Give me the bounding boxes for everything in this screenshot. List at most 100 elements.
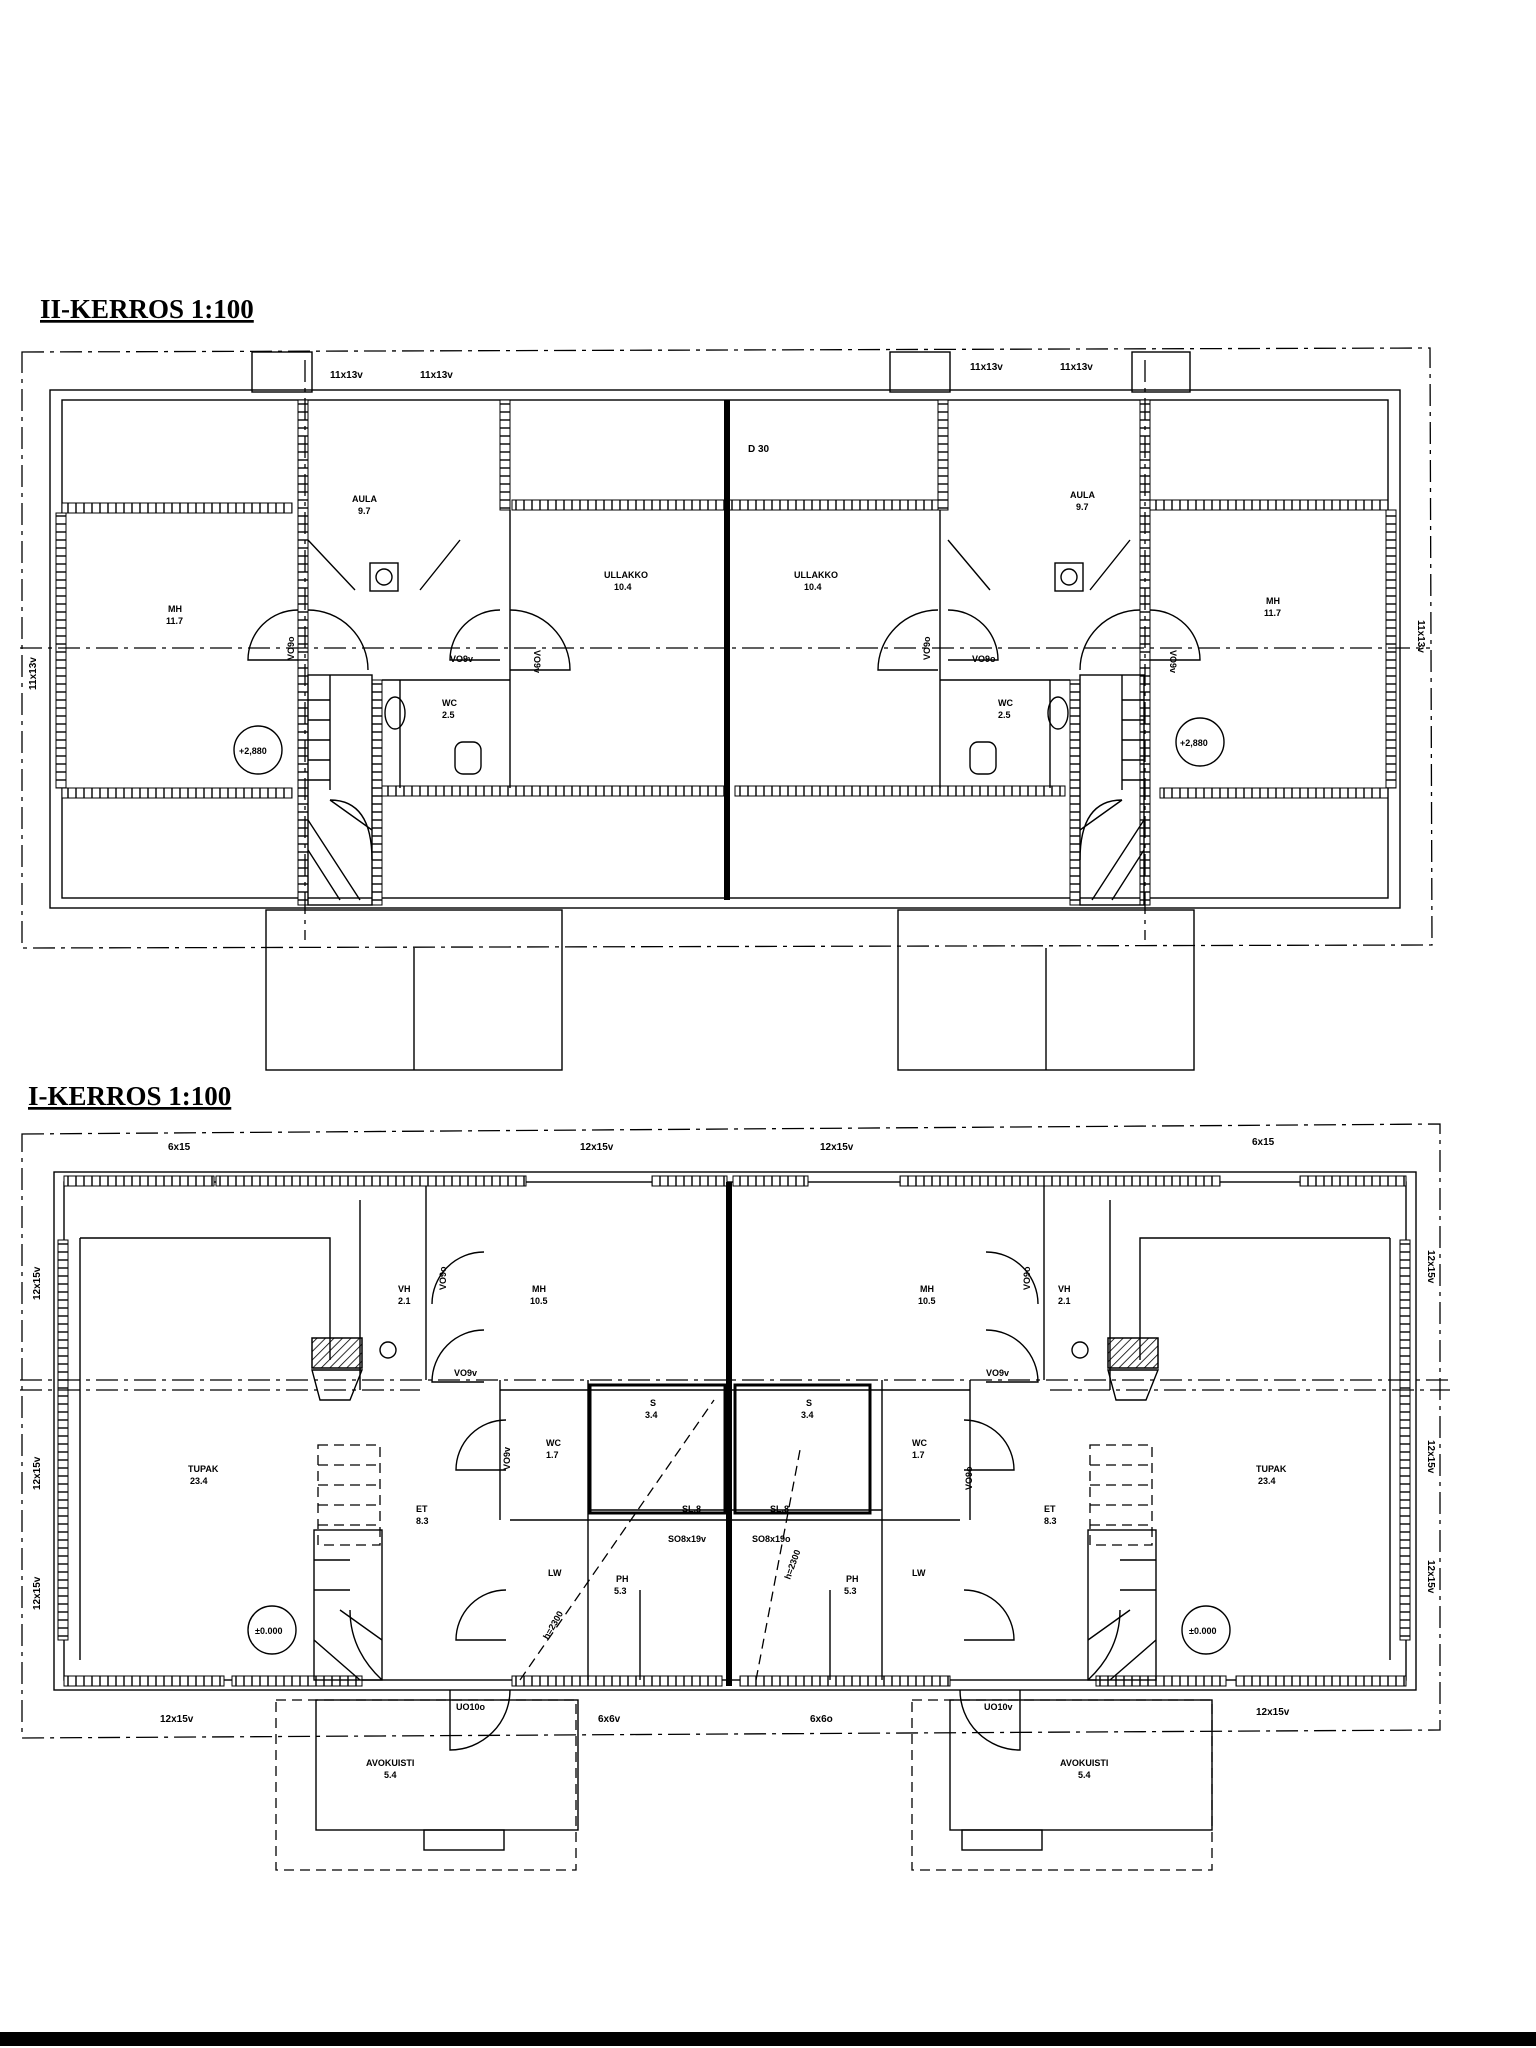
floor1-tupak-right-area: 23.4 bbox=[1258, 1476, 1276, 1486]
floor2-lower-terraces bbox=[265, 909, 1195, 1071]
floor2-axes bbox=[20, 360, 1430, 940]
floor1-kuisti-right-name: AVOKUISTI bbox=[1060, 1758, 1108, 1768]
floor1-window-top-4: 6x15 bbox=[1252, 1137, 1275, 1148]
floor2-mh-right-area: 11.7 bbox=[1264, 608, 1281, 618]
floor1-porches bbox=[275, 1699, 1213, 1871]
floor2-stairs-left bbox=[307, 674, 373, 906]
floor1-stairs-right bbox=[1087, 1444, 1157, 1681]
floor2-roof-outline bbox=[21, 347, 1433, 949]
floor1-vh-left-area: 2.1 bbox=[398, 1296, 411, 1306]
floor1-vh-right-name: VH bbox=[1058, 1284, 1071, 1294]
floor1-window-top-1: 6x15 bbox=[168, 1142, 191, 1153]
floor1-mh-right-area: 10.5 bbox=[918, 1296, 936, 1306]
floor1-title: I-KERROS 1:100 bbox=[28, 1081, 231, 1111]
floor1-wc-right-area: 1.7 bbox=[912, 1450, 925, 1460]
floor1-window-left-2: 12x15v bbox=[32, 1456, 43, 1490]
floor2-aula-right-name: AULA bbox=[1070, 490, 1095, 500]
floor2-door-5: VO9o bbox=[972, 654, 996, 664]
floor2-window-right: 11x13v bbox=[1415, 620, 1426, 653]
floor2-stairs-right bbox=[1079, 674, 1145, 906]
floor2-wc-right-name: WC bbox=[998, 698, 1013, 708]
floor1-mh-left-area: 10.5 bbox=[530, 1296, 548, 1306]
floor1-level-left: ±0.000 bbox=[255, 1626, 282, 1636]
floor2-aula-left-area: 9.7 bbox=[358, 506, 371, 516]
floor1-door-4: VO9o bbox=[964, 1466, 974, 1490]
floor2-wc-right-area: 2.5 bbox=[998, 710, 1011, 720]
floor1-wc-left-name: WC bbox=[546, 1438, 561, 1448]
floor1-sauna-door-left: SO8x19v bbox=[668, 1534, 706, 1544]
floor1-kuisti-left-area: 5.4 bbox=[384, 1770, 397, 1780]
floor1-level-right: ±0.000 bbox=[1189, 1626, 1216, 1636]
floor1-axes bbox=[20, 1379, 1450, 1391]
floor1-door-1: VO9o bbox=[438, 1266, 448, 1290]
floor1-lw-right: LW bbox=[912, 1568, 926, 1578]
floor2-door-1: VO9o bbox=[286, 636, 296, 660]
floor1-stairs-left bbox=[313, 1444, 383, 1681]
floor1-window-right-2: 12x15v bbox=[1425, 1440, 1436, 1474]
floor1-sauna-label-left: SL.8 bbox=[682, 1504, 701, 1514]
floor2-aula-right-area: 9.7 bbox=[1076, 502, 1089, 512]
floor1-window-bottom-1: 12x15v bbox=[160, 1714, 194, 1725]
floor2-mh-right-name: MH bbox=[1266, 596, 1280, 606]
floor1-s-left-name: S bbox=[650, 1398, 656, 1408]
floor1-tupak-left-area: 23.4 bbox=[190, 1476, 208, 1486]
floor1-window-bottom-2: 6x6v bbox=[598, 1714, 621, 1725]
floor1-ph-left-name: PH bbox=[616, 1574, 629, 1584]
floor1-vh-right-area: 2.1 bbox=[1058, 1296, 1071, 1306]
floor2-window-1: 11x13v bbox=[330, 370, 363, 381]
floor2-door-2: VO9v bbox=[450, 654, 473, 664]
floor1-window-bottom-4: 12x15v bbox=[1256, 1707, 1290, 1718]
floor1-window-left-1: 12x15v bbox=[32, 1266, 43, 1300]
floor2-wc-left-area: 2.5 bbox=[442, 710, 455, 720]
floor2-door-4: VO9o bbox=[922, 636, 932, 660]
floor1-s-right-name: S bbox=[806, 1398, 812, 1408]
floor1-mh-left-name: MH bbox=[532, 1284, 546, 1294]
floor1-level-circles bbox=[247, 1605, 1231, 1655]
floor1-ph-right-area: 5.3 bbox=[844, 1586, 857, 1596]
floor2-ullakko-right-name: ULLAKKO bbox=[794, 570, 838, 580]
floor1-tupak-right-name: TUPAK bbox=[1256, 1464, 1287, 1474]
floor2-title: II-KERROS 1:100 bbox=[40, 294, 254, 324]
floor1-et-left-name: ET bbox=[416, 1504, 428, 1514]
floor1-et-right-name: ET bbox=[1044, 1504, 1056, 1514]
floor1-entry-door-left: UO10o bbox=[456, 1702, 486, 1712]
floor1-height-left: h=2300 bbox=[541, 1609, 565, 1641]
floor2-window-4: 11x13v bbox=[1060, 362, 1093, 373]
floor1-height-right: h=2300 bbox=[782, 1548, 802, 1580]
floor2-wc-left-name: WC bbox=[442, 698, 457, 708]
floor1-kuisti-right-area: 5.4 bbox=[1078, 1770, 1091, 1780]
floor1-door-2: VO9v bbox=[454, 1368, 477, 1378]
floor1-window-top-2: 12x15v bbox=[580, 1142, 614, 1153]
floor1-window-right-3: 12x15v bbox=[1425, 1560, 1436, 1594]
floor2-mh-left-name: MH bbox=[168, 604, 182, 614]
floor2-divider-label: D 30 bbox=[748, 444, 770, 455]
floor1-window-bottom-3: 6x6o bbox=[810, 1714, 833, 1725]
floor2-labels: 11x13v 11x13v 11x13v 11x13v 11x13v 11x13… bbox=[28, 362, 1426, 756]
floor2-door-swings bbox=[247, 609, 1201, 671]
floor1-door-6: VO9o bbox=[1022, 1266, 1032, 1290]
floor1-roof-outline bbox=[21, 1123, 1441, 1739]
floor2-mh-left-area: 11.7 bbox=[166, 616, 183, 626]
floor1-window-top-3: 12x15v bbox=[820, 1142, 854, 1153]
floor1-ph-left-area: 5.3 bbox=[614, 1586, 627, 1596]
floor2-level-right: +2,880 bbox=[1180, 738, 1208, 748]
floor2-level-left: +2,880 bbox=[239, 746, 267, 756]
floor2-window-left: 11x13v bbox=[28, 657, 39, 690]
floor1-door-swings bbox=[431, 1251, 1039, 1751]
floor2-window-2: 11x13v bbox=[420, 370, 453, 381]
floor1-lw-left: LW bbox=[548, 1568, 562, 1578]
floor2-door-6: VO9v bbox=[1168, 650, 1178, 673]
floor1-window-right-1: 12x15v bbox=[1425, 1250, 1436, 1284]
floor1-s-left-area: 3.4 bbox=[645, 1410, 658, 1420]
floor2-ullakko-left-area: 10.4 bbox=[614, 582, 632, 592]
floor1-et-left-area: 8.3 bbox=[416, 1516, 429, 1526]
floor1-ph-right-name: PH bbox=[846, 1574, 859, 1584]
floor1-sauna-door-right: SO8x19o bbox=[752, 1534, 791, 1544]
floor1-sauna-label-right: SL.8 bbox=[770, 1504, 789, 1514]
floor1-window-left-3: 12x15v bbox=[32, 1576, 43, 1610]
floor1-wc-left-area: 1.7 bbox=[546, 1450, 559, 1460]
floor1-s-right-area: 3.4 bbox=[801, 1410, 814, 1420]
floor2-ullakko-right-area: 10.4 bbox=[804, 582, 822, 592]
floor1-exterior-wall bbox=[53, 1171, 1417, 1691]
floor1-partitions bbox=[79, 1186, 1391, 1680]
